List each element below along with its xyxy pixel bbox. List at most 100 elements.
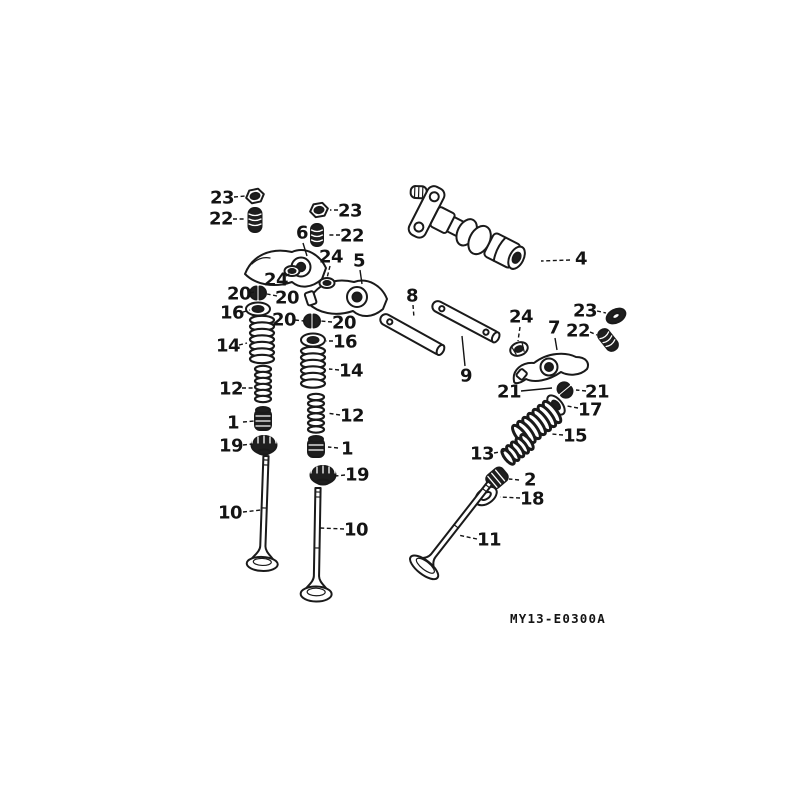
valve-front <box>245 454 279 572</box>
part-label-19: 19 <box>219 436 243 457</box>
part-label-24: 24 <box>509 307 533 328</box>
leader-line-23 <box>596 310 607 314</box>
leader-line-16 <box>242 309 251 313</box>
inner-valve-spring-front <box>253 364 273 404</box>
outer-valve-spring-front <box>248 314 276 365</box>
leader-line-20 <box>294 319 305 322</box>
part-label-18: 18 <box>520 489 544 510</box>
valve-mid <box>299 486 333 603</box>
leader-line-21 <box>575 389 587 392</box>
adjusting-screw-front <box>247 207 263 233</box>
part-label-7: 7 <box>548 318 560 339</box>
rocker-shaft-rear <box>431 300 501 344</box>
leader-line-1 <box>242 420 255 423</box>
part-label-13: 13 <box>470 444 494 465</box>
part-label-23: 23 <box>573 301 597 322</box>
leader-line-5 <box>359 269 363 285</box>
part-label-21: 21 <box>497 382 521 403</box>
part-label-1: 1 <box>227 413 239 434</box>
part-label-24: 24 <box>319 247 343 268</box>
leader-line-24 <box>517 326 521 342</box>
part-label-20: 20 <box>332 313 356 334</box>
outer-valve-spring-mid <box>299 345 327 389</box>
leader-line-20 <box>249 291 255 294</box>
spring-seat-mid <box>307 435 325 458</box>
part-label-14: 14 <box>216 336 240 357</box>
part-label-10: 10 <box>218 503 242 524</box>
valve-cotter-pair-front <box>249 285 267 301</box>
leader-line-8 <box>412 304 415 319</box>
leader-line-13 <box>493 450 507 454</box>
part-label-1: 1 <box>341 439 353 460</box>
part-label-12: 12 <box>219 379 243 400</box>
spring-retainer-mid <box>300 332 326 349</box>
part-label-24: 24 <box>264 270 288 291</box>
locknut-front <box>245 187 265 205</box>
leader-line-1 <box>327 446 339 449</box>
part-label-19: 19 <box>345 465 369 486</box>
leader-line-22 <box>589 331 598 336</box>
wave-washer-front <box>283 265 301 277</box>
leader-line-24 <box>285 271 293 277</box>
part-label-23: 23 <box>210 188 234 209</box>
valve-stem-seal-mid <box>309 463 337 486</box>
wave-washer-rear <box>509 341 529 357</box>
rocker-shaft-front <box>379 313 446 357</box>
rocker-arm-mid <box>303 279 388 317</box>
part-label-10: 10 <box>344 520 368 541</box>
locknut-mid <box>309 201 329 219</box>
part-label-12: 12 <box>340 406 364 427</box>
leader-line-15 <box>551 433 564 436</box>
leader-line-23 <box>233 195 246 198</box>
part-label-2: 2 <box>524 470 536 491</box>
part-label-20: 20 <box>227 284 251 305</box>
leader-line-6 <box>302 242 308 257</box>
part-label-15: 15 <box>563 426 587 447</box>
leader-line-14 <box>238 342 248 346</box>
leader-line-21 <box>520 387 553 392</box>
part-label-6: 6 <box>296 223 308 244</box>
part-label-9: 9 <box>460 366 472 387</box>
part-label-4: 4 <box>575 249 587 270</box>
diagram-code: MY13-E0300A <box>510 611 606 626</box>
part-label-5: 5 <box>353 251 365 272</box>
locknut-rear <box>605 307 627 325</box>
wave-washer-mid <box>318 277 336 289</box>
leader-line-10 <box>319 527 345 530</box>
leader-line-11 <box>457 534 478 540</box>
leader-line-19 <box>242 443 253 446</box>
inner-valve-spring-mid <box>306 392 326 434</box>
leader-line-19 <box>334 474 346 477</box>
part-label-16: 16 <box>333 332 357 353</box>
valve-cotter-pair-rear <box>556 381 574 399</box>
part-label-16: 16 <box>220 303 244 324</box>
leader-line-20 <box>266 293 278 297</box>
valve-rear <box>409 480 494 581</box>
part-label-17: 17 <box>578 400 602 421</box>
part-label-20: 20 <box>272 310 296 331</box>
part-label-22: 22 <box>340 226 364 247</box>
leader-line-14 <box>328 368 340 371</box>
valve-stem-seal-front <box>250 433 278 456</box>
part-label-14: 14 <box>339 361 363 382</box>
part-label-8: 8 <box>406 286 418 307</box>
adjusting-screw-rear <box>597 328 619 352</box>
leader-line-24 <box>326 265 331 279</box>
leader-line-4 <box>540 259 571 262</box>
leader-line-10 <box>242 509 262 513</box>
spring-seat-front <box>254 406 272 431</box>
valve-cotter-pair-mid <box>303 313 321 329</box>
leader-line-20 <box>320 320 333 323</box>
leader-line-9 <box>461 335 466 367</box>
adjusting-screw-mid <box>310 223 324 247</box>
camshaft <box>407 185 526 270</box>
part-label-22: 22 <box>209 209 233 230</box>
leader-line-2 <box>508 478 520 481</box>
part-label-20: 20 <box>275 288 299 309</box>
part-label-21: 21 <box>585 382 609 403</box>
leader-line-7 <box>554 337 558 351</box>
leader-line-12 <box>326 412 341 416</box>
part-label-23: 23 <box>338 201 362 222</box>
